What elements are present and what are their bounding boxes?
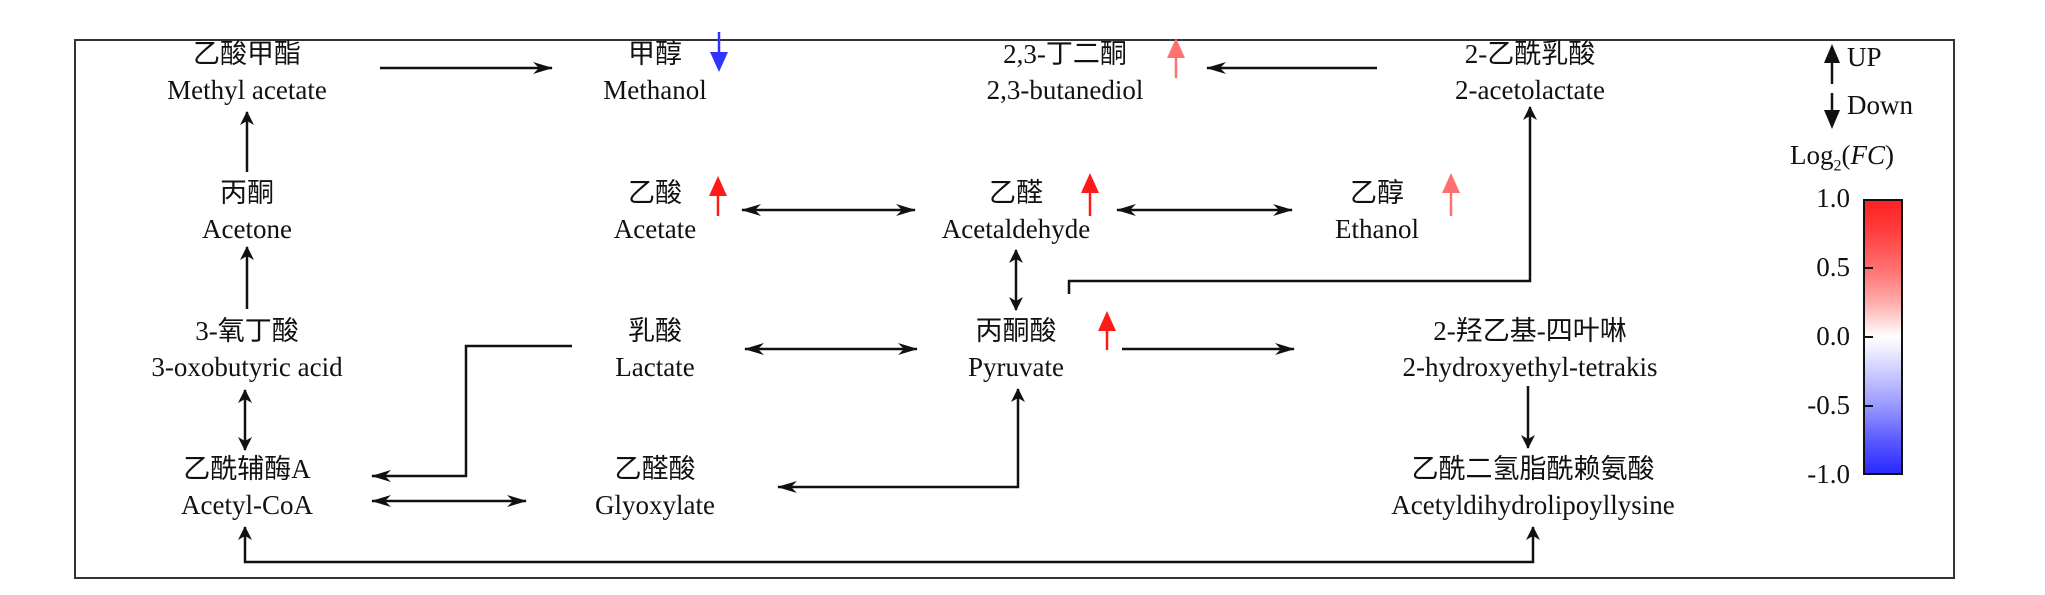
node-acetolactate: 2-乙酰乳酸 2-acetolactate xyxy=(1455,36,1605,108)
acetate-up-arrow-icon xyxy=(709,176,727,216)
node-label-en: Methanol xyxy=(603,75,707,105)
node-methanol: 甲醇 Methanol xyxy=(603,36,706,108)
legend-down-arrow-icon xyxy=(1824,93,1840,129)
edge-acetyldihydro-acetylcoa xyxy=(238,526,1540,564)
methanol-down-arrow-icon xyxy=(710,32,728,72)
node-acetaldehyde: 乙醛 Acetaldehyde xyxy=(942,175,1090,247)
node-label-en: Glyoxylate xyxy=(595,490,715,520)
legend-up-label: UP xyxy=(1847,42,1882,72)
node-butanediol: 2,3-丁二酮 2,3-butanediol xyxy=(987,36,1144,108)
node-label-zh: 乙酸 xyxy=(628,178,682,208)
node-label-zh: 乳酸 xyxy=(628,316,682,346)
colorbar-tick-label: 1.0 xyxy=(1816,183,1850,213)
edge-lactate-acetylcoa xyxy=(371,344,572,482)
node-label-en: Acetone xyxy=(202,214,292,244)
node-label-en: 2-acetolactate xyxy=(1455,75,1605,105)
colorbar-title-var: FC xyxy=(1850,140,1886,170)
node-label-zh: 乙醛 xyxy=(988,178,1043,208)
node-oxobutyric-acid: 3-氧丁酸 3-oxobutyric acid xyxy=(151,313,342,385)
colorbar-title-close: ) xyxy=(1885,140,1895,170)
legend-up-arrow-icon xyxy=(1824,44,1840,84)
node-label-en: 2-hydroxyethyl-tetrakis xyxy=(1402,352,1658,382)
node-acetyl-coa: 乙酰辅酶A Acetyl-CoA xyxy=(181,451,313,523)
node-label-zh: 2,3-丁二酮 xyxy=(1003,39,1127,69)
node-label-en: Acetate xyxy=(613,214,697,244)
diagram-frame xyxy=(74,39,1955,579)
edge-pyruvate-acetolactate xyxy=(1067,106,1537,294)
colorbar-tick xyxy=(1863,267,1873,269)
legend-down-label: Down xyxy=(1847,90,1913,120)
node-label-en: 2,3-butanediol xyxy=(986,75,1144,105)
colorbar-tick xyxy=(1863,405,1873,407)
colorbar-title-open: ( xyxy=(1841,140,1851,170)
node-acetone: 丙酮 Acetone xyxy=(202,175,292,247)
node-label-zh: 丙酮酸 xyxy=(975,316,1057,346)
node-hydroxyethyl-tetrakis: 2-羟乙基-四叶啉 2-hydroxyethyl-tetrakis xyxy=(1403,313,1658,385)
node-label-zh: 乙醛酸 xyxy=(614,454,696,484)
node-label-zh: 乙酰二氢脂酰赖氨酸 xyxy=(1411,454,1655,484)
node-label-en: Methyl acetate xyxy=(167,75,327,105)
node-pyruvate: 丙酮酸 Pyruvate xyxy=(968,313,1064,385)
colorbar-tick-label: -0.5 xyxy=(1807,390,1850,420)
node-label-zh: 乙醇 xyxy=(1349,178,1404,208)
pyruvate-up-arrow-icon xyxy=(1098,311,1116,350)
ethanol-up-arrow-icon xyxy=(1442,173,1460,216)
node-lactate: 乳酸 Lactate xyxy=(615,313,694,385)
node-methyl-acetate: 乙酸甲酯 Methyl acetate xyxy=(167,36,327,108)
colorbar-title-subscript: 2 xyxy=(1833,157,1842,175)
node-acetyldihydrolipoyllysine: 乙酰二氢脂酰赖氨酸 Acetyldihydrolipoyllysine xyxy=(1391,451,1674,523)
node-glyoxylate: 乙醛酸 Glyoxylate xyxy=(595,451,715,523)
node-acetate: 乙酸 Acetate xyxy=(614,175,696,247)
node-label-zh: 乙酰辅酶A xyxy=(183,454,311,484)
colorbar-tick-label: -1.0 xyxy=(1807,459,1850,489)
node-ethanol: 乙醇 Ethanol xyxy=(1335,175,1419,247)
butanediol-up-arrow-icon xyxy=(1167,38,1185,78)
acetaldehyde-up-arrow-icon xyxy=(1081,173,1099,216)
node-label-en: Lactate xyxy=(615,352,695,382)
colorbar-tick xyxy=(1863,336,1873,338)
node-label-en: Acetyldihydrolipoyllysine xyxy=(1391,490,1675,520)
colorbar-tick-label: 0.5 xyxy=(1816,252,1850,282)
edge-pyruvate-glyoxylate xyxy=(777,388,1025,493)
colorbar-title: Log2(FC) xyxy=(1790,140,1894,175)
node-label-zh: 2-羟乙基-四叶啉 xyxy=(1433,316,1627,346)
node-label-en: 3-oxobutyric acid xyxy=(151,352,343,382)
node-label-en: Acetyl-CoA xyxy=(181,490,313,520)
node-label-en: Pyruvate xyxy=(968,352,1064,382)
node-label-en: Acetaldehyde xyxy=(941,214,1091,244)
colorbar-title-main: Log xyxy=(1790,140,1834,170)
node-label-zh: 乙酸甲酯 xyxy=(192,39,301,69)
colorbar-tick-label: 0.0 xyxy=(1816,321,1850,351)
node-label-zh: 丙酮 xyxy=(219,178,274,208)
node-label-zh: 甲醇 xyxy=(627,39,682,69)
node-label-zh: 3-氧丁酸 xyxy=(195,316,299,346)
node-label-en: Ethanol xyxy=(1335,214,1419,244)
node-label-zh: 2-乙酰乳酸 xyxy=(1464,39,1596,69)
